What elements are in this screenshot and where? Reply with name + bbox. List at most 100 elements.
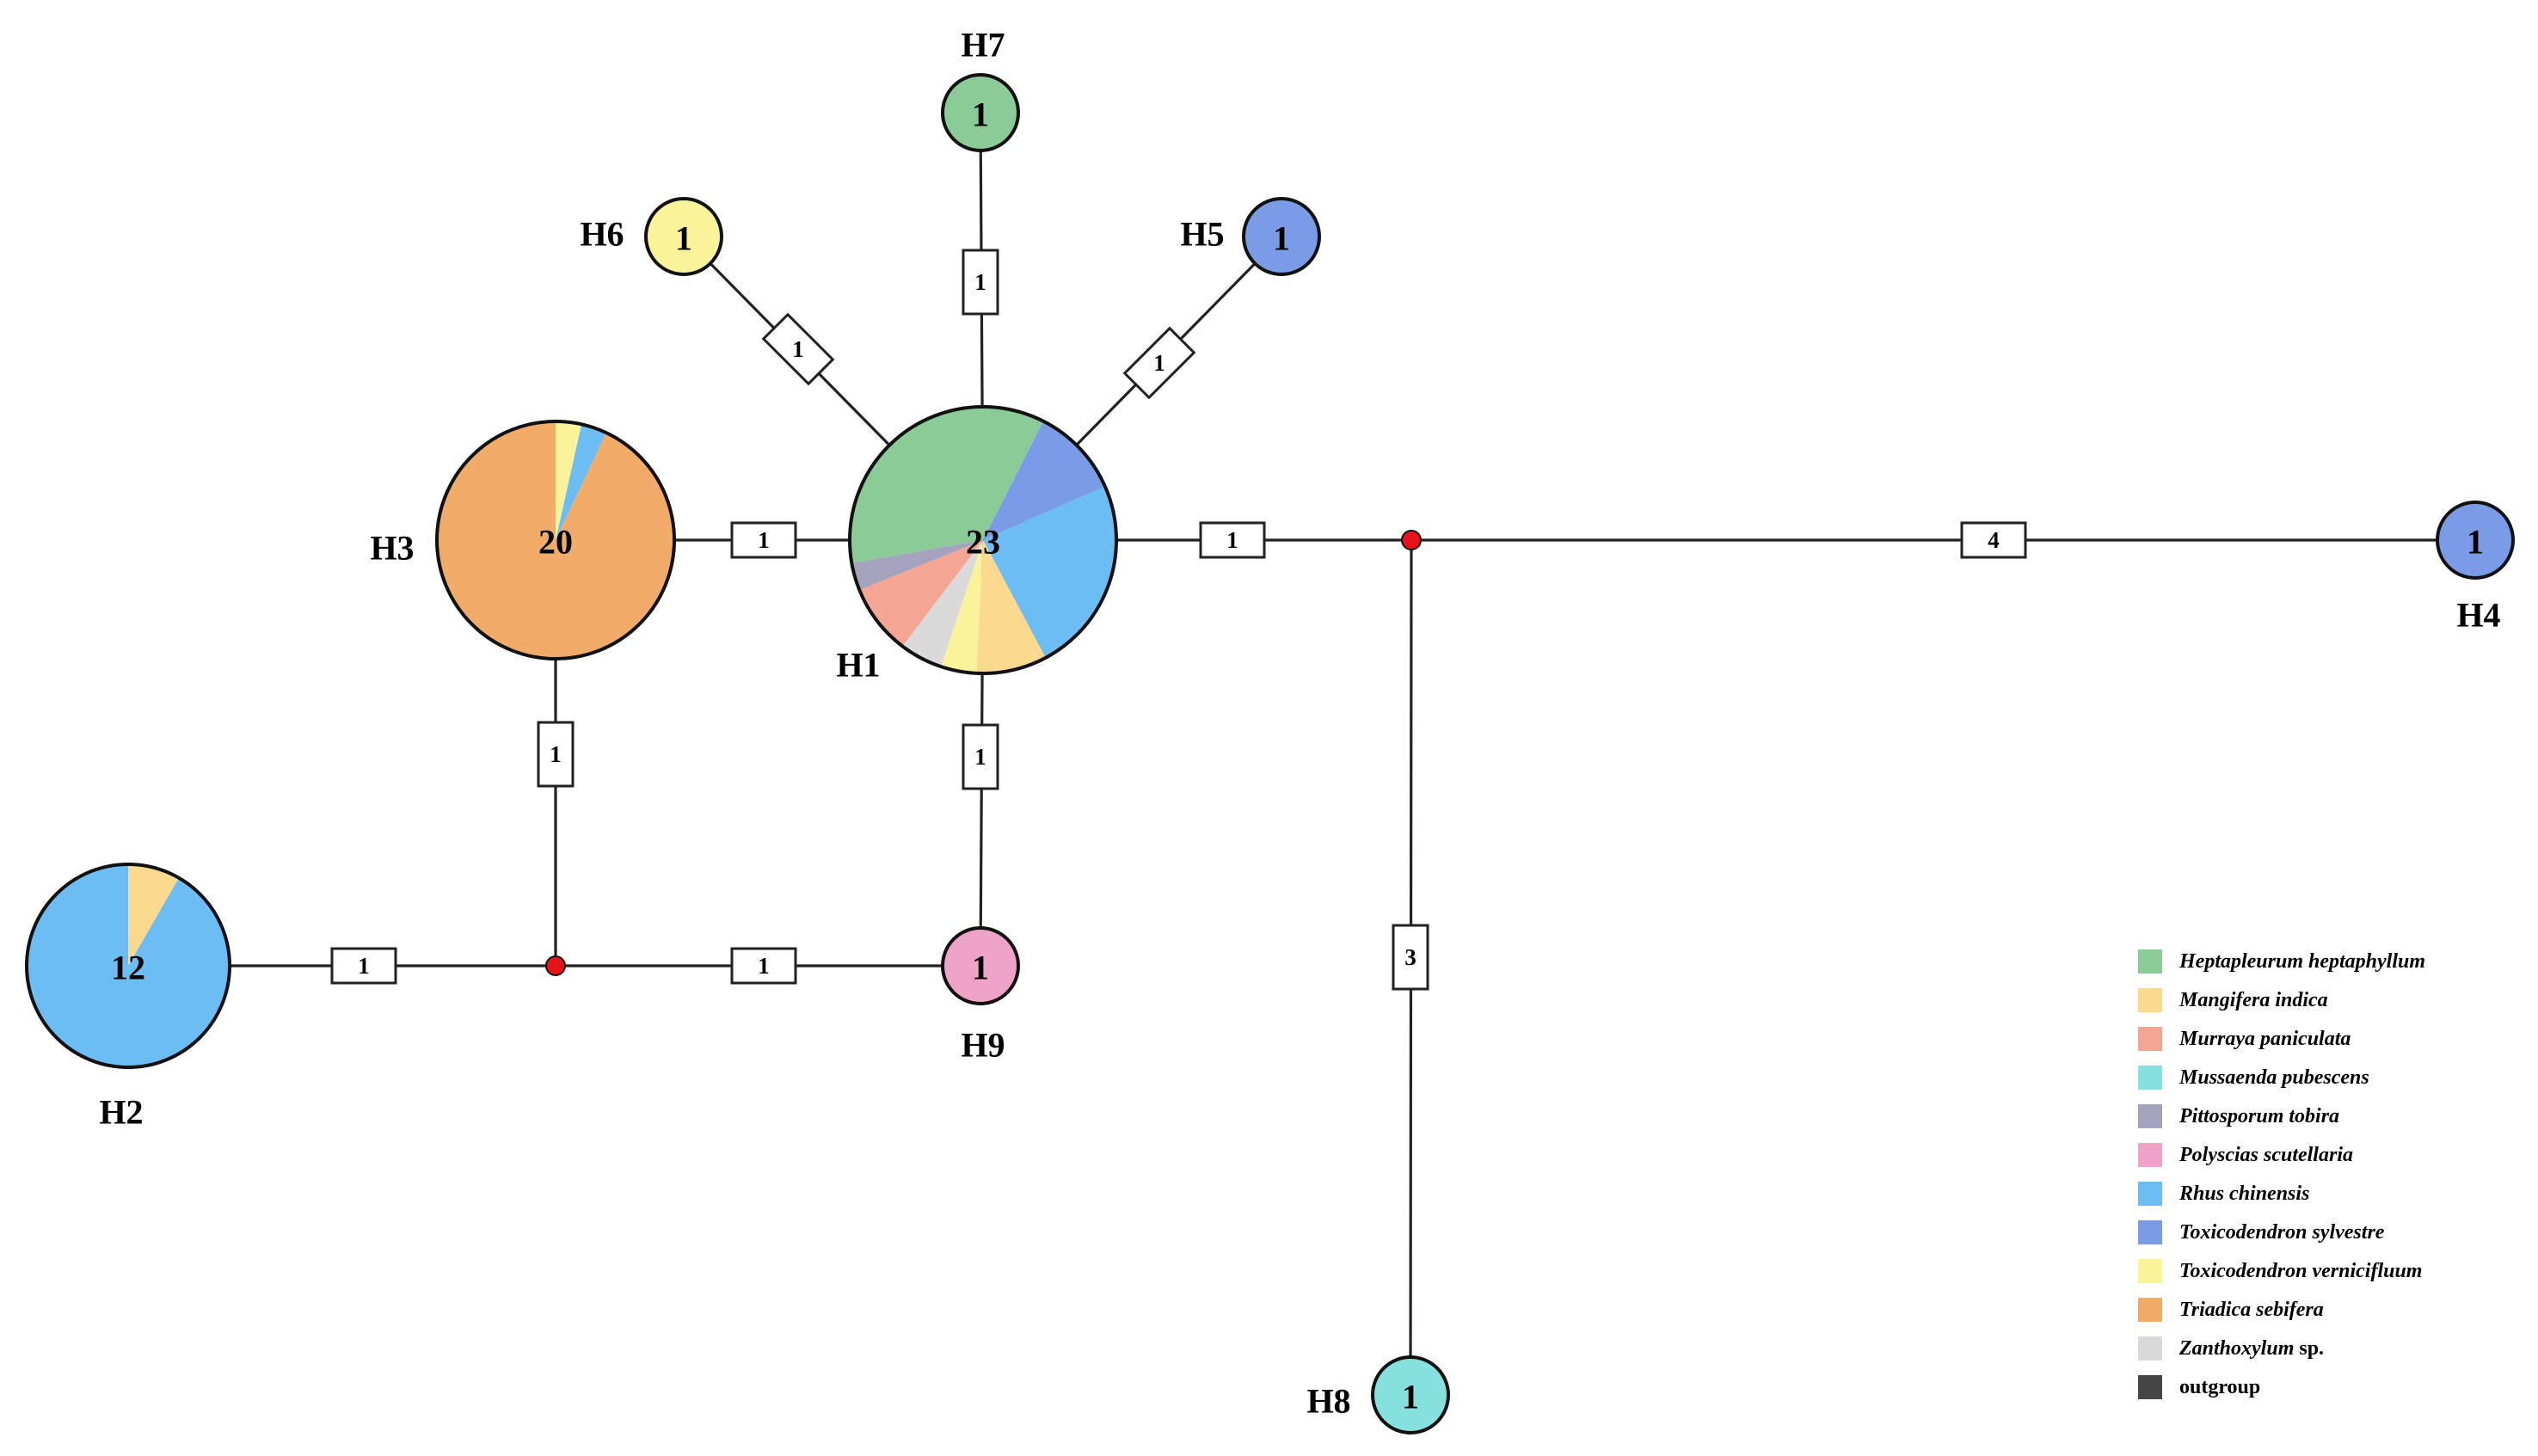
mutation-step-count: 3 <box>1404 944 1416 970</box>
legend-swatch <box>2138 988 2162 1012</box>
haplotype-node-h6: 1 <box>644 197 723 276</box>
haplotype-count: 1 <box>1273 219 1290 258</box>
pie-slice <box>943 928 1018 1004</box>
haplotype-node-h7: 1 <box>941 73 1020 152</box>
mutation-step-box: 3 <box>1392 924 1429 991</box>
node-outline <box>941 73 1020 152</box>
haplotype-label-h5: H5 <box>1180 215 1224 254</box>
legend-item-hep: Heptapleurum heptaphyllum <box>2138 949 2425 974</box>
pie-slice-rhu <box>556 424 606 540</box>
mutation-step-frame <box>537 721 575 788</box>
mutation-step-count: 1 <box>1226 527 1238 553</box>
pie-slice-man <box>128 864 179 966</box>
mutation-step-count: 1 <box>1153 350 1165 376</box>
legend-label: Heptapleurum heptaphyllum <box>2179 950 2425 973</box>
legend-label: Murraya paniculata <box>2179 1028 2351 1050</box>
pie-slice-zan <box>902 540 983 667</box>
legend-swatch <box>2138 1104 2162 1128</box>
legend-item-tri: Triadica sebifera <box>2138 1298 2324 1322</box>
pie-slice-rhu <box>26 864 230 1067</box>
pie-slice <box>2437 502 2513 578</box>
mutation-step-count: 1 <box>792 336 804 362</box>
mutation-step-count: 1 <box>974 744 986 770</box>
haplotype-count: 1 <box>972 949 989 987</box>
haplotype-count: 1 <box>972 95 989 134</box>
legend-swatch <box>2138 1298 2162 1322</box>
mutation-step-frame <box>761 312 835 386</box>
pie-slice-tsy <box>983 421 1105 540</box>
node-outline <box>2436 501 2515 580</box>
haplotype-label-h6: H6 <box>580 215 624 254</box>
haplotype-label-h1: H1 <box>836 646 880 685</box>
node-outline <box>1371 1355 1450 1434</box>
haplotype-node-h8: 1 <box>1371 1355 1450 1434</box>
legend-item-pol: Polyscias scutellaria <box>2138 1143 2353 1167</box>
legend-label: outgroup <box>2179 1376 2260 1398</box>
legend-swatch <box>2138 1220 2162 1244</box>
mutation-step-box: 1 <box>962 249 999 316</box>
legend-swatch <box>2138 1182 2162 1206</box>
mutation-step-frame <box>730 947 797 985</box>
legend-item-tsy: Toxicodendron sylvestre <box>2138 1220 2385 1244</box>
pie-slice-tve <box>556 421 582 540</box>
legend-item-out: outgroup <box>2138 1375 2260 1399</box>
mutation-step-box: 1 <box>730 521 797 559</box>
legend-item-tve: Toxicodendron vernicifluum <box>2138 1259 2422 1283</box>
legend-label: Mangifera indica <box>2179 989 2328 1011</box>
haplotype-node-h9: 1 <box>941 926 1020 1005</box>
median-vector-node <box>545 955 566 976</box>
legend-label: Mussaenda pubescens <box>2179 1066 2369 1089</box>
mutation-step-count: 1 <box>758 953 770 979</box>
pie-slice <box>646 199 722 274</box>
mutation-step-count: 1 <box>758 527 770 553</box>
mutation-step-box: 1 <box>537 721 575 788</box>
node-outline <box>848 405 1118 675</box>
haplotype-count: 23 <box>966 523 1000 562</box>
legend-label: Polyscias scutellaria <box>2179 1144 2353 1166</box>
mutation-step-count: 1 <box>550 741 562 767</box>
haplotype-node-h5: 1 <box>1242 197 1321 276</box>
haplotype-node-h3: 20 <box>435 420 676 660</box>
pie-slice-pit <box>851 540 983 591</box>
legend-swatch <box>2138 949 2162 974</box>
pie-slice <box>943 75 1018 151</box>
haplotype-node-h4: 1 <box>2436 501 2515 580</box>
legend-item-pit: Pittosporum tobira <box>2138 1104 2339 1128</box>
haplotype-node-h2: 12 <box>25 863 231 1069</box>
node-outline <box>435 420 676 660</box>
haplotype-count: 1 <box>675 219 692 258</box>
haplotype-label-h2: H2 <box>99 1093 143 1132</box>
node-outline <box>25 863 231 1069</box>
pie-slice <box>1244 199 1319 274</box>
node-outline <box>644 197 723 276</box>
haplotype-label-h3: H3 <box>370 529 414 568</box>
legend-swatch <box>2138 1027 2162 1051</box>
mutation-step-frame <box>1122 326 1196 400</box>
legend-item-mus: Mussaenda pubescens <box>2138 1066 2369 1090</box>
mutation-step-box: 4 <box>1960 521 2027 559</box>
haplotype-label-h4: H4 <box>2456 596 2500 635</box>
haplotype-count: 1 <box>2467 523 2484 562</box>
mutation-step-frame <box>962 249 999 316</box>
legend-label-suffix: sp. <box>2294 1337 2324 1360</box>
mutation-step-box: 1 <box>761 312 835 386</box>
pie-slice-rhu <box>983 486 1116 658</box>
legend-swatch <box>2138 1375 2162 1399</box>
mutation-step-frame <box>962 723 999 790</box>
legend-label: Pittosporum tobira <box>2179 1105 2339 1127</box>
haplotype-count: 12 <box>111 949 145 987</box>
mutation-step-frame <box>1392 924 1429 991</box>
pie-slice-man <box>976 540 1046 673</box>
legend-swatch <box>2138 1143 2162 1167</box>
legend-label: Zanthoxylum sp. <box>2179 1337 2324 1360</box>
mutation-step-frame <box>1199 521 1266 559</box>
legend-item-mur: Murraya paniculata <box>2138 1027 2351 1051</box>
mutation-step-box: 1 <box>1199 521 1266 559</box>
mutation-step-count: 4 <box>1988 527 2000 553</box>
pie-slice <box>1373 1357 1448 1433</box>
pie-slice-tve <box>941 540 983 673</box>
haplotype-count: 1 <box>1402 1378 1419 1416</box>
haplotype-count: 20 <box>538 523 573 562</box>
mutation-step-box: 1 <box>1122 326 1196 400</box>
